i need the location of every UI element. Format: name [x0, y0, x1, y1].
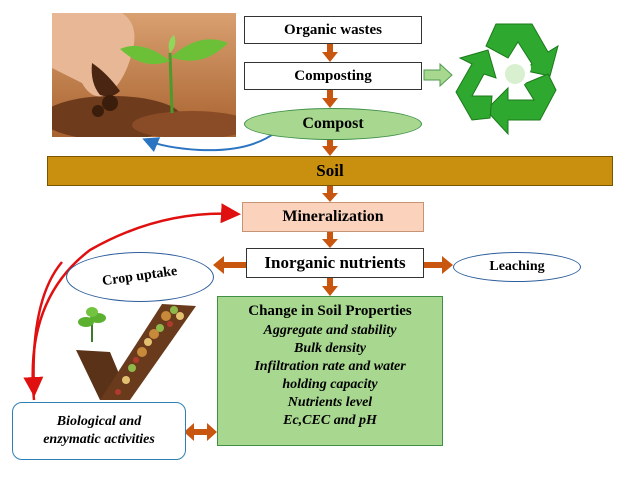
leaching-ellipse: Leaching: [453, 252, 581, 282]
biological-line-1: Biological and: [56, 414, 142, 429]
crop-uptake-label: Crop uptake: [101, 263, 179, 290]
organic-wastes-box: Organic wastes: [244, 16, 422, 44]
biological-activities-box: Biological and enzymatic activities: [12, 402, 186, 460]
property-item: Ec,CEC and pH: [283, 413, 377, 428]
inorganic-nutrients-label: Inorganic nutrients: [264, 253, 406, 272]
composting-label: Composting: [294, 67, 372, 84]
property-item: Infiltration rate and water: [254, 359, 406, 374]
biological-line-2: enzymatic activities: [43, 432, 155, 447]
property-item: Aggregate and stability: [263, 323, 397, 338]
composting-box: Composting: [244, 62, 422, 90]
compost-checkmark-image: [70, 302, 200, 402]
organic-wastes-label: Organic wastes: [284, 21, 382, 38]
recycle-tree-icon: [452, 12, 578, 144]
property-item: holding capacity: [282, 377, 378, 392]
compost-ellipse: Compost: [244, 108, 422, 140]
property-item: Bulk density: [294, 341, 366, 356]
soil-properties-title: Change in Soil Properties: [248, 303, 412, 319]
inorganic-nutrients-box: Inorganic nutrients: [246, 248, 424, 278]
mineralization-label: Mineralization: [282, 208, 384, 225]
compost-label: Compost: [302, 115, 364, 132]
leaching-label: Leaching: [489, 259, 545, 274]
crop-uptake-ellipse: Crop uptake: [66, 252, 214, 302]
property-item: Nutrients level: [287, 395, 373, 410]
soil-properties-box: Change in Soil Properties Aggregate and …: [217, 296, 443, 446]
mineralization-box: Mineralization: [242, 202, 424, 232]
soil-label: Soil: [316, 161, 344, 180]
soil-hand-seedling-image: [52, 13, 236, 137]
soil-bar: Soil: [47, 156, 613, 186]
